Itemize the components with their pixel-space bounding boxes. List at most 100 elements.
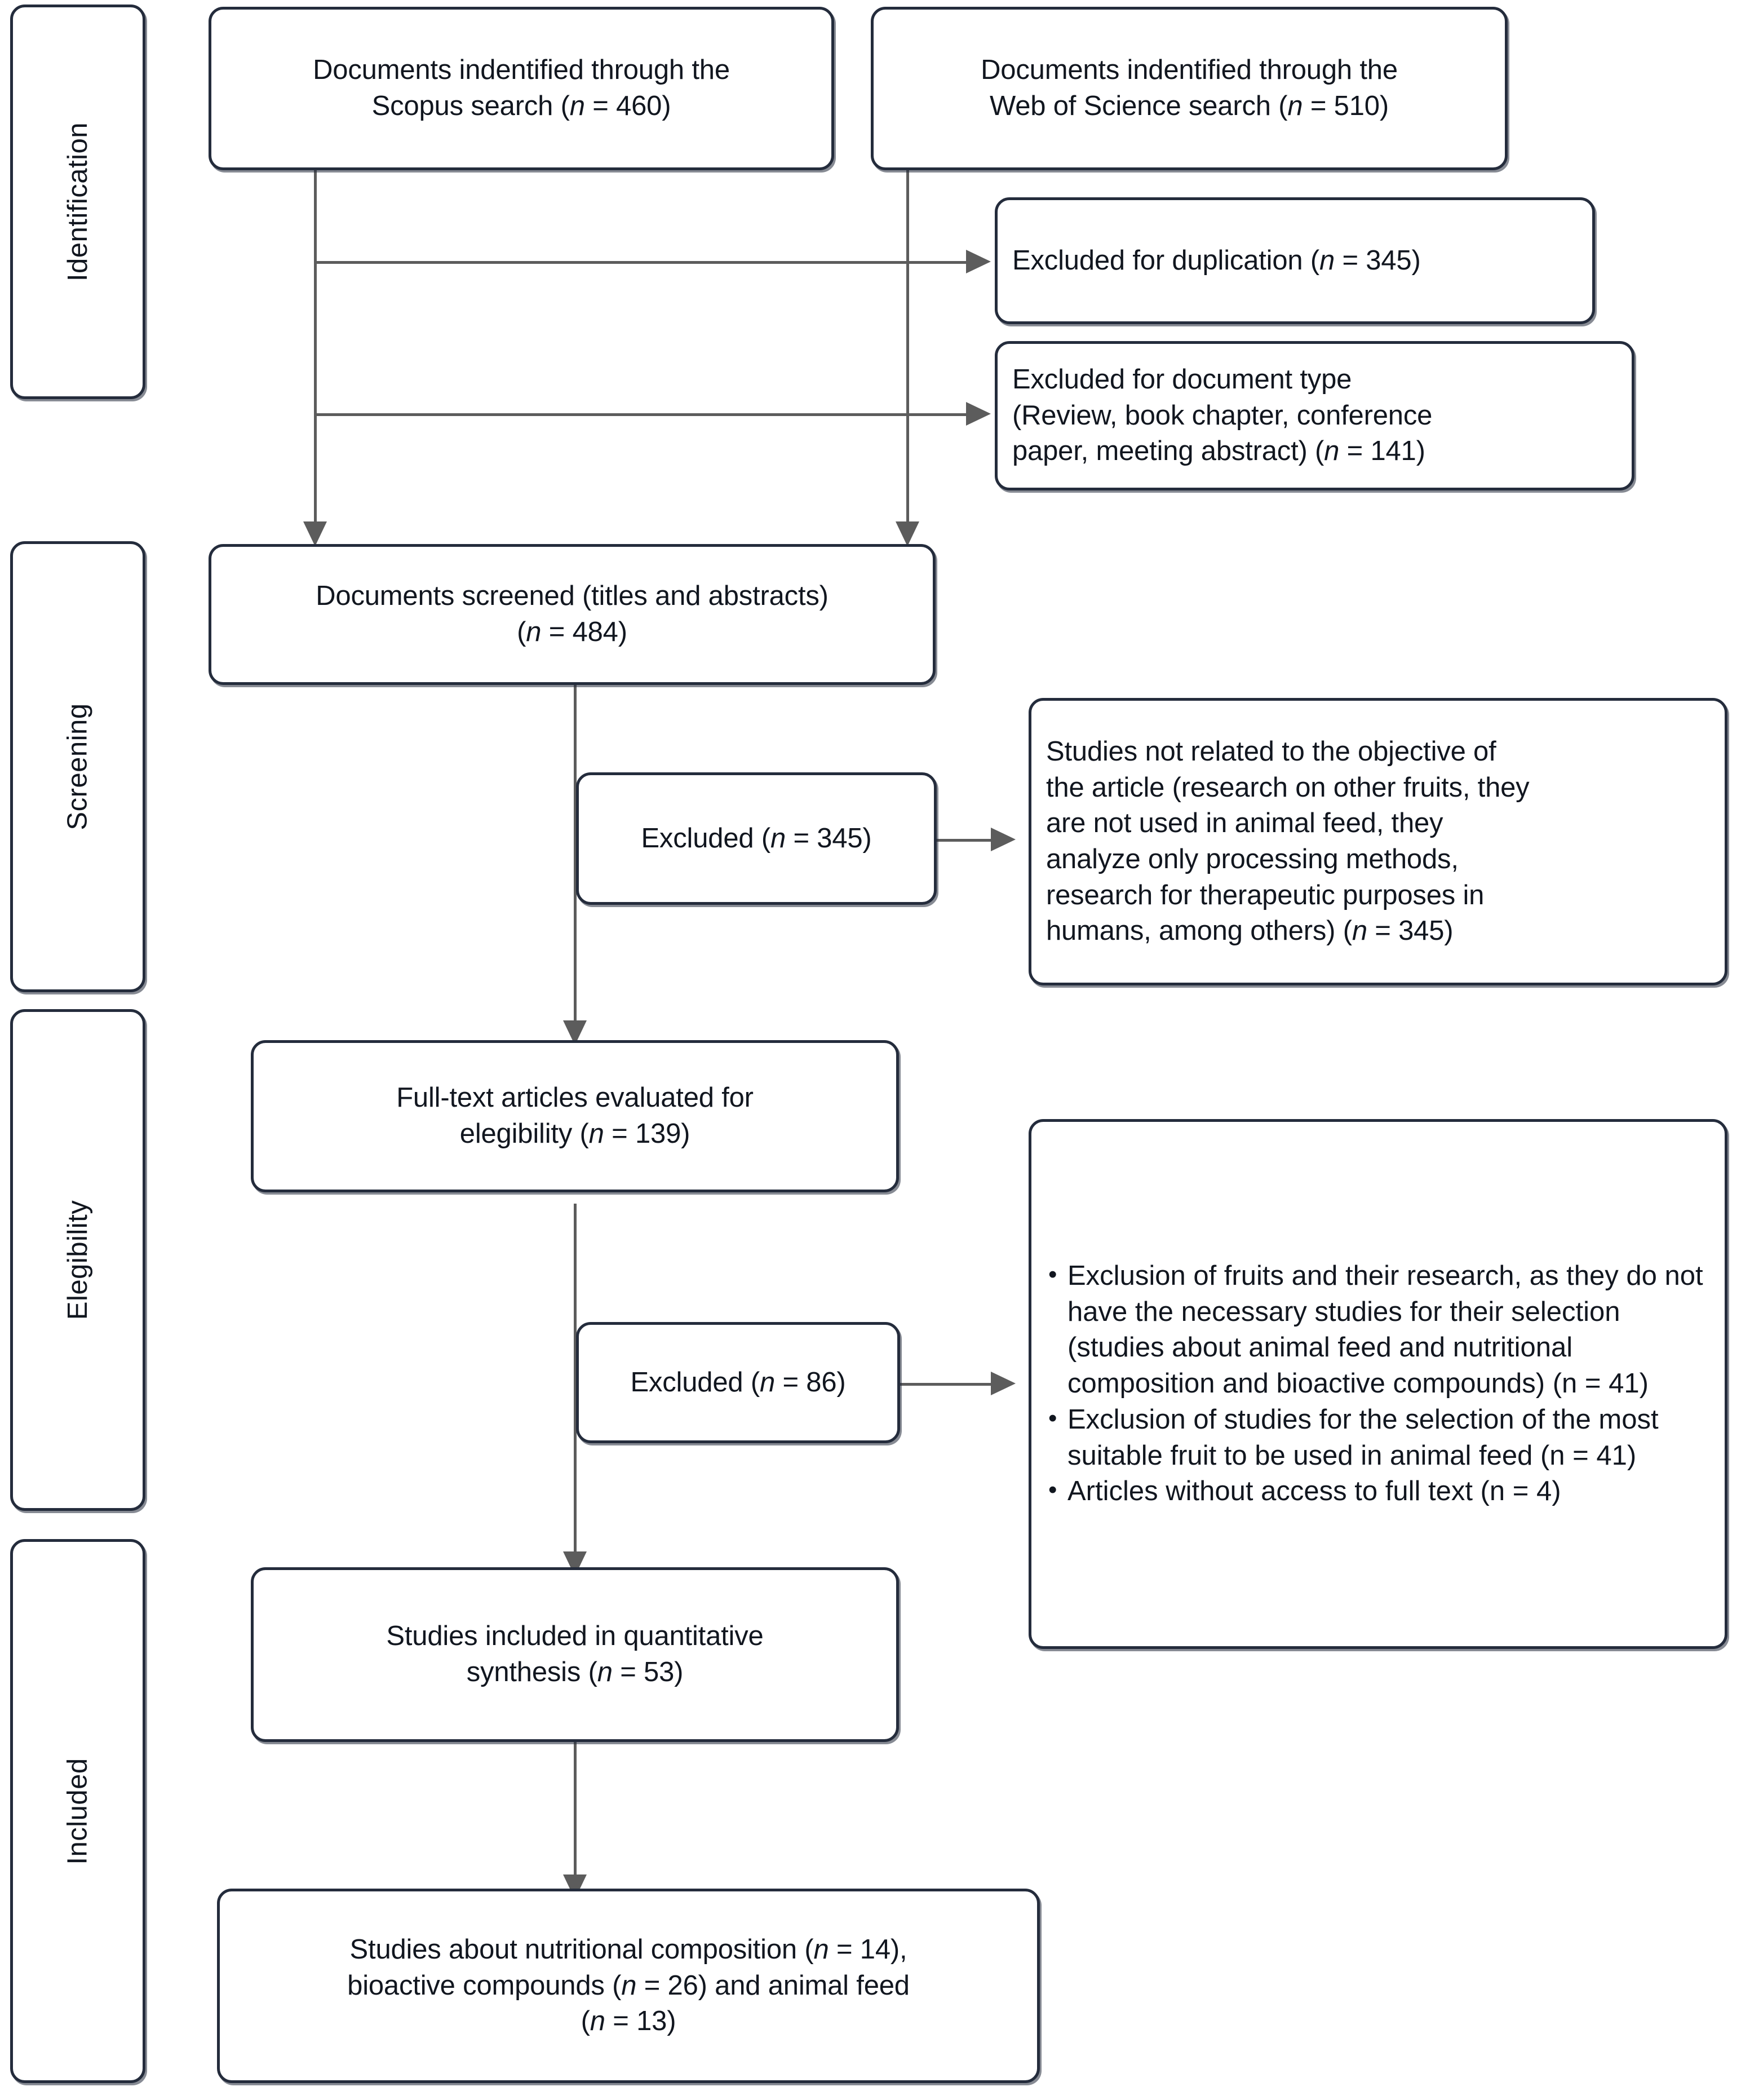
exclusion-reason-3: Articles without access to full text (n …: [1067, 1474, 1711, 1510]
arrowhead-to-excluded-doctype: [966, 402, 991, 426]
screened-line2-post: = 484): [541, 617, 627, 647]
exclusion-reason-2: Exclusion of studies for the selection o…: [1067, 1402, 1711, 1474]
reason3-pre: Articles without access to full text (: [1067, 1476, 1490, 1507]
connector-fulltext-to-included: [574, 1204, 577, 1564]
box-excluded-duplication-text: Excluded for duplication (n = 345): [998, 243, 1592, 279]
not-related-line1: Studies not related to the objective of: [1046, 736, 1496, 767]
phase-label-elegibility-text: Elegibility: [62, 1200, 93, 1320]
not-related-line6-pre: humans, among others) (: [1046, 916, 1352, 947]
excl-doc-line1: Excluded for document type: [1012, 364, 1352, 395]
connector-excluded345-to-reasons: [936, 839, 995, 842]
screened-line2-pre: (: [517, 617, 526, 647]
excl-elig-n: n: [759, 1367, 776, 1398]
arrowhead-excluded86-to-reasons: [991, 1372, 1016, 1395]
excl-doc-line3-pre: paper, meeting abstract) (: [1012, 436, 1324, 467]
excl-scr-n: n: [770, 823, 786, 854]
box-excluded-document-type: Excluded for document type (Review, book…: [995, 341, 1634, 490]
exclusion-reason-1: Exclusion of fruits and their research, …: [1067, 1258, 1711, 1402]
scopus-line2-post: = 460): [584, 91, 671, 121]
connector-scopus-vertical: [314, 169, 317, 533]
incl-quant-line2-post: = 53): [612, 1657, 684, 1687]
scopus-line2-pre: Scopus search (: [371, 91, 570, 121]
reason2-pre: Exclusion of studies for the selection o…: [1067, 1404, 1659, 1471]
excl-doc-line3-post: = 141): [1339, 436, 1425, 467]
box-fulltext-articles-text: Full-text articles evaluated for elegibi…: [382, 1080, 768, 1152]
arrowhead-to-excluded-duplication: [966, 250, 991, 273]
box-excluded-screening: Excluded (n = 345): [576, 772, 937, 905]
connector-to-excluded-doctype: [314, 413, 971, 416]
box-documents-screened-text: Documents screened (titles and abstracts…: [301, 578, 843, 650]
final-line3-post: = 13): [605, 2006, 676, 2037]
wos-line2-pre: Web of Science search (: [990, 91, 1288, 121]
arrowhead-scopus-to-screened: [303, 521, 327, 546]
excl-doc-line3-n: n: [1324, 436, 1340, 467]
box-excluded-eligibility: Excluded (n = 86): [576, 1322, 900, 1443]
incl-quant-line1: Studies included in quantitative: [386, 1621, 764, 1652]
excl-elig-pre: Excluded (: [630, 1367, 760, 1398]
not-related-line2: the article (research on other fruits, t…: [1046, 772, 1530, 803]
box-excluded-eligibility-text: Excluded (n = 86): [615, 1365, 860, 1401]
box-fulltext-articles: Full-text articles evaluated for elegibi…: [251, 1040, 899, 1192]
final-line2-pre: bioactive compounds (: [347, 1970, 622, 2001]
arrowhead-wos-to-screened: [896, 521, 919, 546]
box-studies-not-related: Studies not related to the objective of …: [1029, 698, 1727, 985]
list-item: • Exclusion of fruits and their research…: [1048, 1258, 1711, 1402]
phase-label-screening: Screening: [10, 541, 145, 992]
excl-dup-post: = 345): [1335, 245, 1421, 276]
box-included-quantitative-text: Studies included in quantitative synthes…: [371, 1619, 778, 1690]
reason1-n: n: [1562, 1368, 1578, 1399]
box-excluded-document-type-text: Excluded for document type (Review, book…: [998, 362, 1632, 470]
screened-line1: Documents screened (titles and abstracts…: [316, 581, 829, 612]
final-line2-n: n: [621, 1970, 637, 2001]
box-wos-search: Documents indentified through the Web of…: [871, 7, 1508, 170]
final-line1-n: n: [813, 1934, 829, 1965]
box-exclusion-reasons: • Exclusion of fruits and their research…: [1029, 1119, 1727, 1649]
final-line1-mid: = 14),: [829, 1934, 907, 1965]
box-included-quantitative: Studies included in quantitative synthes…: [251, 1567, 899, 1742]
phase-label-elegibility: Elegibility: [10, 1009, 145, 1511]
not-related-line3: are not used in animal feed, they: [1046, 808, 1443, 839]
box-scopus-search-text: Documents indentified through the Scopus…: [298, 52, 745, 124]
box-documents-screened: Documents screened (titles and abstracts…: [209, 544, 936, 685]
bullet-dot-icon: •: [1048, 1404, 1057, 1432]
box-scopus-search: Documents indentified through the Scopus…: [209, 7, 834, 170]
wos-line2-n: n: [1287, 91, 1303, 121]
reason2-post: = 41): [1565, 1440, 1637, 1471]
fulltext-line1: Full-text articles evaluated for: [396, 1082, 754, 1113]
incl-quant-line2-pre: synthesis (: [466, 1657, 597, 1687]
bullet-dot-icon: •: [1048, 1476, 1057, 1504]
phase-label-included: Included: [10, 1539, 145, 2083]
excl-dup-n: n: [1319, 245, 1335, 276]
scopus-line2-n: n: [569, 91, 585, 121]
excl-elig-post: = 86): [775, 1367, 846, 1398]
phase-label-screening-text: Screening: [63, 703, 93, 830]
excl-scr-post: = 345): [786, 823, 872, 854]
final-line3-n: n: [590, 2006, 605, 2037]
excl-dup-pre: Excluded for duplication (: [1012, 245, 1319, 276]
incl-quant-line2-n: n: [597, 1657, 613, 1687]
reason3-post: = 4): [1505, 1476, 1561, 1507]
screened-line2-n: n: [526, 617, 542, 647]
list-item: • Exclusion of studies for the selection…: [1048, 1402, 1711, 1474]
reason1-pre: Exclusion of fruits and their research, …: [1067, 1261, 1703, 1399]
not-related-line5: research for therapeutic purposes in: [1046, 879, 1485, 910]
box-final-breakdown-text: Studies about nutritional composition (n…: [333, 1932, 924, 2040]
reason3-n: n: [1489, 1476, 1505, 1507]
box-final-breakdown: Studies about nutritional composition (n…: [217, 1889, 1040, 2083]
wos-line1: Documents indentified through the: [981, 55, 1398, 86]
reason1-post: = 41): [1577, 1368, 1649, 1399]
phase-label-identification: Identification: [10, 5, 145, 399]
fulltext-line2-n: n: [588, 1118, 604, 1149]
wos-line2-post: = 510): [1303, 91, 1389, 121]
final-line2-mid: = 26) and animal feed: [636, 1970, 910, 2001]
excl-doc-line2: (Review, book chapter, conference: [1012, 400, 1433, 431]
excl-scr-pre: Excluded (: [641, 823, 770, 854]
phase-label-included-text: Included: [62, 1757, 93, 1865]
exclusion-reasons-list: • Exclusion of fruits and their research…: [1031, 1258, 1725, 1510]
box-excluded-screening-text: Excluded (n = 345): [626, 821, 886, 857]
not-related-line4: analyze only processing methods,: [1046, 844, 1459, 874]
connector-wos-vertical: [906, 169, 909, 533]
phase-label-identification-text: Identification: [63, 122, 93, 282]
connector-to-excluded-duplication: [314, 261, 971, 264]
bullet-dot-icon: •: [1048, 1261, 1057, 1289]
